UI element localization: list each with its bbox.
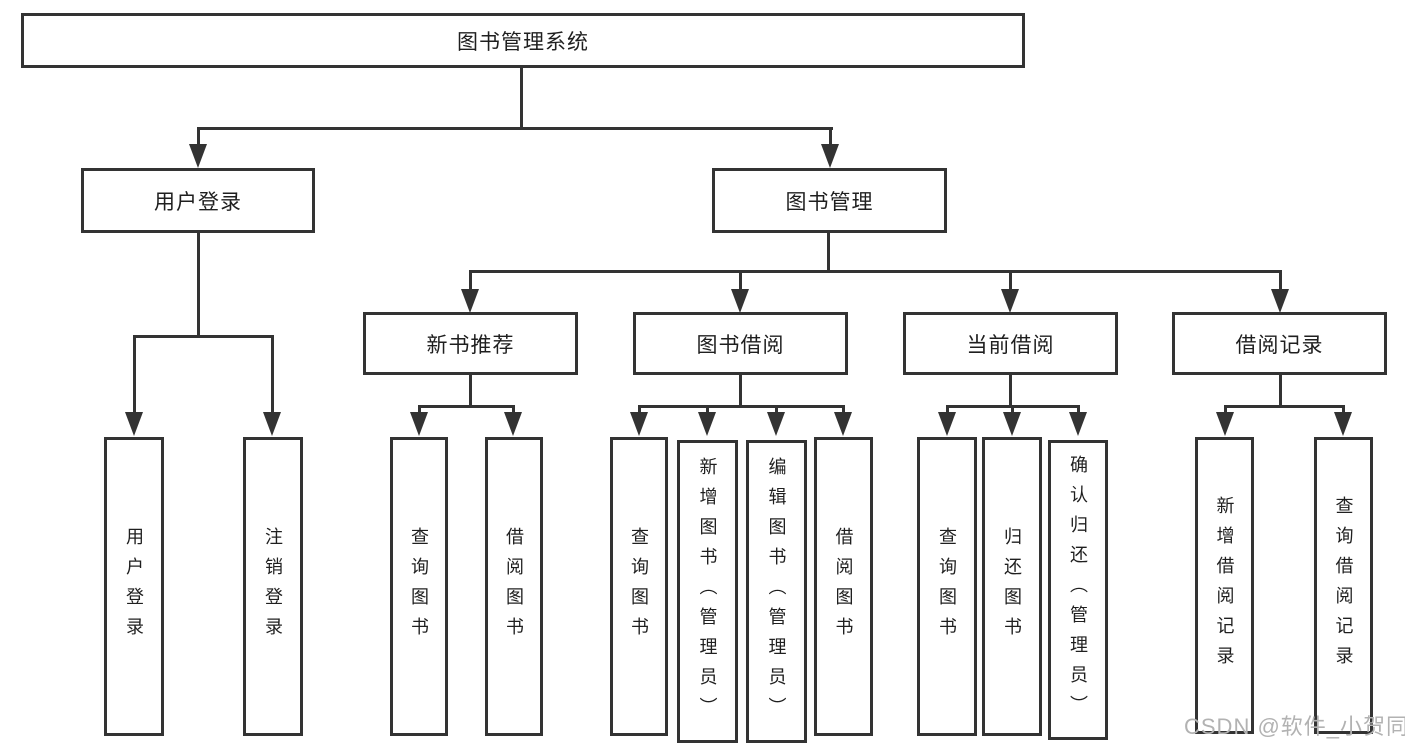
node-new-book-recommend-label: 新书推荐 (426, 333, 515, 357)
connector-recommend-stub (469, 375, 472, 407)
node-borrow-books-recommend: 借阅图书 (485, 437, 543, 736)
node-book-borrowing-label: 图书借阅 (696, 333, 785, 357)
arrow-down-icon (821, 144, 839, 168)
connector-recommend-stem-1 (418, 405, 421, 415)
node-user-login-label: 用户登录 (154, 190, 242, 214)
arrow-down-icon (731, 289, 749, 313)
connector-l3-stem-1 (469, 270, 472, 292)
connector-login-stub (197, 233, 200, 338)
node-borrow-books-leaf: 借阅图书 (814, 437, 873, 736)
connector-l3-stem-3 (1009, 270, 1012, 292)
arrow-down-icon (630, 412, 648, 436)
arrow-down-icon (461, 289, 479, 313)
connector-current-stem-3 (1077, 405, 1080, 415)
node-borrow-books-recommend-label: 借阅图书 (504, 526, 524, 647)
node-add-borrow-record-label: 新增借阅记录 (1214, 495, 1235, 676)
node-book-management: 图书管理 (712, 168, 947, 233)
node-confirm-return-admin: 确认归还（管理员） (1048, 440, 1108, 740)
node-return-books: 归还图书 (982, 437, 1042, 736)
connector-l2-horizontal (197, 127, 833, 130)
arrow-down-icon (504, 412, 522, 436)
connector-borrow-stem-4 (842, 405, 845, 415)
connector-l3-stem-4 (1279, 270, 1282, 292)
connector-current-stem-1 (946, 405, 949, 415)
arrow-down-icon (1001, 289, 1019, 313)
node-query-books-borrow: 查询图书 (610, 437, 668, 736)
connector-l3-horizontal (469, 270, 1281, 273)
node-add-borrow-record: 新增借阅记录 (1195, 437, 1254, 734)
node-return-books-label: 归还图书 (1002, 526, 1022, 647)
connector-records-stem-2 (1342, 405, 1345, 415)
node-borrow-books-leaf-label: 借阅图书 (833, 526, 854, 647)
node-query-borrow-record: 查询借阅记录 (1314, 437, 1373, 734)
node-query-books-current: 查询图书 (917, 437, 977, 736)
node-logout-leaf: 注销登录 (243, 437, 303, 736)
connector-borrow-stem-2 (706, 405, 709, 415)
node-query-books-recommend-label: 查询图书 (409, 526, 429, 647)
connector-borrow-stub (739, 375, 742, 407)
node-edit-books-admin-label: 编辑图书（管理员） (766, 456, 787, 727)
node-user-login-leaf: 用户登录 (104, 437, 164, 736)
node-current-borrowing-label: 当前借阅 (966, 333, 1055, 357)
node-root-label: 图书管理系统 (457, 30, 589, 54)
arrow-down-icon (410, 412, 428, 436)
arrow-down-icon (1271, 289, 1289, 313)
connector-records-stub (1279, 375, 1282, 407)
node-query-books-recommend: 查询图书 (390, 437, 448, 736)
node-new-book-recommend: 新书推荐 (363, 312, 578, 375)
node-book-borrowing: 图书借阅 (633, 312, 848, 375)
connector-root-stub (520, 68, 523, 130)
node-current-borrowing: 当前借阅 (903, 312, 1118, 375)
arrow-down-icon (1069, 412, 1087, 436)
arrow-down-icon (189, 144, 207, 168)
csdn-watermark: CSDN @软件_小贺同学 (1184, 714, 1405, 739)
node-edit-books-admin: 编辑图书（管理员） (746, 440, 807, 743)
connector-login-stem-1 (133, 335, 136, 414)
node-logout-leaf-label: 注销登录 (263, 526, 283, 647)
node-borrowing-records: 借阅记录 (1172, 312, 1387, 375)
connector-l2-stem-right (829, 127, 832, 149)
connector-l2-stem-left (197, 127, 200, 149)
arrow-down-icon (1334, 412, 1352, 436)
node-add-books-admin: 新增图书（管理员） (677, 440, 738, 743)
arrow-down-icon (1216, 412, 1234, 436)
connector-l3-stem-2 (739, 270, 742, 292)
node-user-login-leaf-label: 用户登录 (124, 526, 144, 647)
arrow-down-icon (1003, 412, 1021, 436)
connector-records-horizontal (1224, 405, 1345, 408)
arrow-down-icon (698, 412, 716, 436)
connector-login-horizontal (133, 335, 274, 338)
node-add-books-admin-label: 新增图书（管理员） (697, 456, 718, 727)
node-borrowing-records-label: 借阅记录 (1235, 333, 1324, 357)
connector-borrow-stem-1 (638, 405, 641, 415)
node-root: 图书管理系统 (21, 13, 1025, 68)
node-query-books-current-label: 查询图书 (937, 526, 957, 647)
connector-recommend-stem-2 (512, 405, 515, 415)
arrow-down-icon (767, 412, 785, 436)
connector-login-stem-2 (271, 335, 274, 414)
connector-current-stem-2 (1011, 405, 1014, 415)
connector-borrow-horizontal (638, 405, 845, 408)
arrow-down-icon (834, 412, 852, 436)
node-book-management-label: 图书管理 (785, 190, 874, 214)
node-confirm-return-admin-label: 确认归还（管理员） (1068, 455, 1088, 725)
connector-records-stem-1 (1224, 405, 1227, 415)
node-query-books-borrow-label: 查询图书 (629, 526, 649, 647)
arrow-down-icon (125, 412, 143, 436)
connector-current-stub (1009, 375, 1012, 407)
connector-book-mgmt-stub (827, 233, 830, 273)
arrow-down-icon (263, 412, 281, 436)
node-query-borrow-record-label: 查询借阅记录 (1333, 495, 1354, 676)
node-user-login: 用户登录 (81, 168, 315, 233)
arrow-down-icon (938, 412, 956, 436)
connector-borrow-stem-3 (775, 405, 778, 415)
connector-recommend-horizontal (418, 405, 515, 408)
